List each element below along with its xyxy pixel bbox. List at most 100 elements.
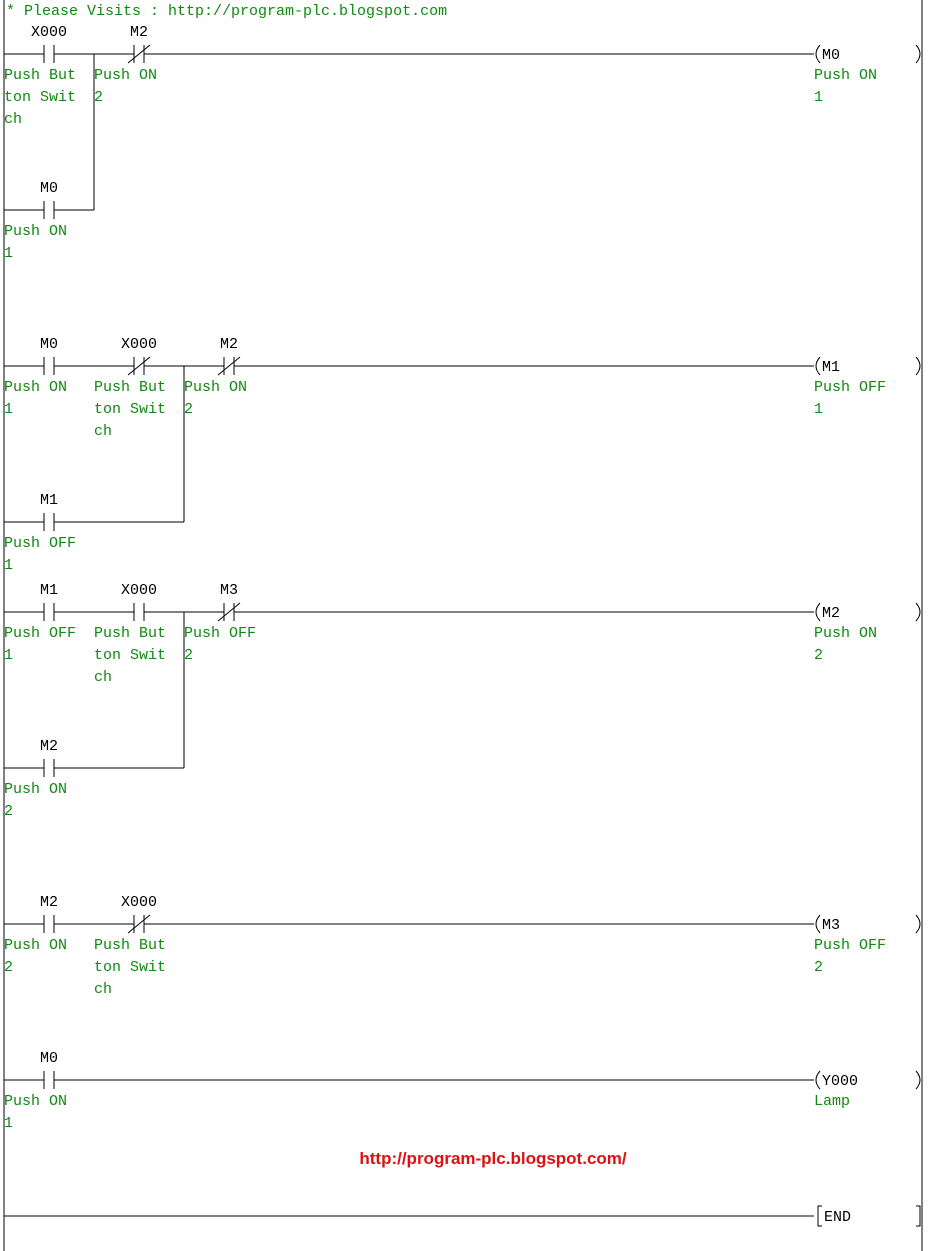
comment-line: Push OFF (184, 625, 256, 642)
device-label: X000 (121, 894, 157, 911)
coil-label: M2 (822, 605, 840, 622)
comment-line: 2 (94, 89, 103, 106)
comment-line: Push But (94, 379, 166, 396)
device-comment: Push But ton Swit ch (4, 67, 76, 128)
coil-left-paren (815, 1070, 821, 1090)
comment-line: Push ON (184, 379, 247, 396)
device-label: M0 (40, 1050, 58, 1067)
device-label: X000 (31, 24, 67, 41)
end-left-bracket (817, 1205, 822, 1227)
device-comment: Push ON 1 (4, 223, 67, 262)
comment-line: 2 (4, 803, 13, 820)
comment-line: ton Swit (94, 401, 166, 418)
comment-line: ch (4, 111, 22, 128)
comment-line: 1 (4, 647, 13, 664)
comment-line: Push ON (4, 379, 67, 396)
coil-comment: 2 (814, 647, 823, 664)
comment-line: Push ON (4, 781, 67, 798)
coil-label: M3 (822, 917, 840, 934)
device-label: M1 (40, 582, 58, 599)
device-label: M2 (40, 738, 58, 755)
coil-right-paren (915, 1070, 921, 1090)
device-label: M2 (130, 24, 148, 41)
comment-line: Push ON (94, 67, 157, 84)
device-comment: Push ON 2 (94, 67, 157, 106)
comment-line: Push OFF (4, 625, 76, 642)
end-right-bracket (916, 1205, 921, 1227)
comment-line: 2 (4, 959, 13, 976)
coil-left-paren (815, 602, 821, 622)
device-label: X000 (121, 582, 157, 599)
comment-line: 2 (184, 401, 193, 418)
coil-comment: 2 (814, 959, 823, 976)
comment-line: 1 (4, 401, 13, 418)
coil-left-paren (815, 44, 821, 64)
coil-comment: Push ON (814, 67, 877, 84)
comment-line: Push ON (4, 223, 67, 240)
coil-label: M0 (822, 47, 840, 64)
comment-line: Push ON (4, 937, 67, 954)
coil-right-paren (915, 356, 921, 376)
comment-line: 1 (4, 557, 13, 574)
coil-label: M1 (822, 359, 840, 376)
coil-comment: Lamp (814, 1093, 850, 1110)
end-instruction[interactable]: END (817, 1205, 921, 1227)
coil-comment: Push OFF (814, 937, 886, 954)
wires (3, 0, 923, 1251)
device-comment: Push ON 2 (4, 937, 67, 976)
watermark-link[interactable]: http://program-plc.blogspot.com/ (359, 1149, 627, 1168)
coil-left-paren (815, 356, 821, 376)
device-comment: Push OFF 1 (4, 535, 76, 574)
comment-line: ton Swit (94, 959, 166, 976)
device-label: M0 (40, 336, 58, 353)
device-comment: Push OFF 1 (4, 625, 76, 664)
coil-left-paren (815, 914, 821, 934)
device-label: X000 (121, 336, 157, 353)
comment-line: 1 (4, 245, 13, 262)
coil-right-paren (915, 914, 921, 934)
comment-line: ton Swit (4, 89, 76, 106)
coil-comment: Push ON (814, 625, 877, 642)
device-comment: Push ON 1 (4, 379, 67, 418)
end-label: END (824, 1209, 851, 1226)
device-comment: Push OFF 2 (184, 625, 256, 664)
comment-line: 1 (4, 1115, 13, 1132)
device-label: M3 (220, 582, 238, 599)
device-label: M2 (40, 894, 58, 911)
coil-comment: Push OFF (814, 379, 886, 396)
device-label: M0 (40, 180, 58, 197)
device-label: M2 (220, 336, 238, 353)
coil-right-paren (915, 602, 921, 622)
coil-comment: 1 (814, 401, 823, 418)
comment-line: ton Swit (94, 647, 166, 664)
comment-line: Push But (4, 67, 76, 84)
device-comment: Push ON 2 (184, 379, 247, 418)
device-comment: Push ON 1 (4, 1093, 67, 1132)
comment-line: Push ON (4, 1093, 67, 1110)
comment-line: Push OFF (4, 535, 76, 552)
coil-label: Y000 (822, 1073, 858, 1090)
